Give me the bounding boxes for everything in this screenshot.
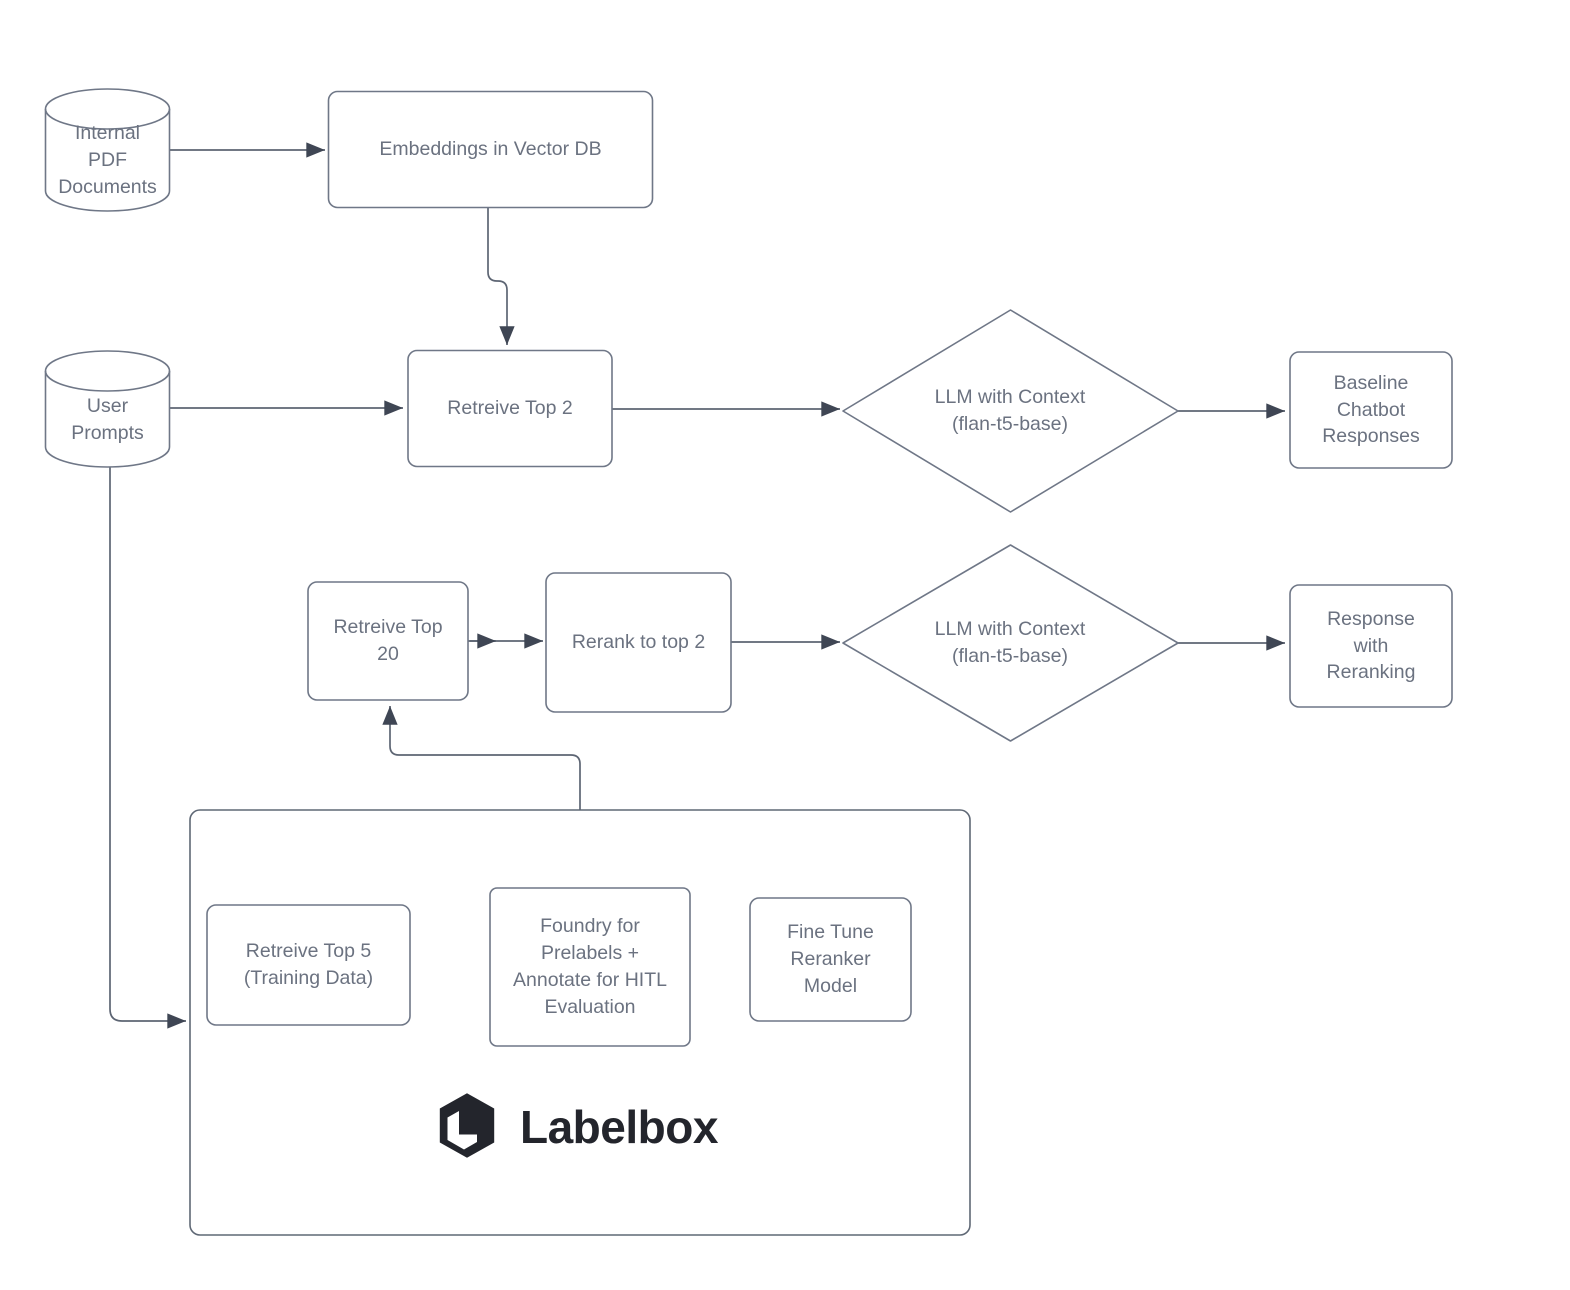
- internal-pdf-cylinder: [44, 88, 171, 212]
- internal-pdf-cylinder-rim: [44, 108, 171, 130]
- user-prompts-cylinder: [44, 350, 171, 468]
- user-prompts-cylinder-rim: [44, 370, 171, 392]
- llm-context-1-diamond: [842, 309, 1179, 513]
- node-shape-group: [44, 88, 1453, 1047]
- connector-container-to-retrieve-top20: [382, 706, 581, 810]
- connector-group: [109, 142, 1285, 1029]
- retrieve-top5-box: [206, 904, 411, 1026]
- labelbox-logo-icon: [439, 1093, 495, 1158]
- fine-tune-box: [749, 897, 912, 1022]
- connector-embeddings-to-retrieve-top2: [487, 208, 515, 345]
- foundry-box: [489, 887, 691, 1047]
- retrieve-top20-box: [307, 581, 469, 701]
- connector-userprompts-to-container: [109, 467, 186, 1029]
- baseline-chatbot-box: [1289, 351, 1453, 469]
- rerank-top2-box: [545, 572, 732, 713]
- embeddings-box: [327, 90, 654, 209]
- llm-context-2-diamond: [842, 544, 1179, 742]
- retrieve-top2-box: [407, 349, 613, 468]
- labelbox-wordmark: Labelbox: [520, 1101, 718, 1153]
- response-reranking-box: [1289, 584, 1453, 708]
